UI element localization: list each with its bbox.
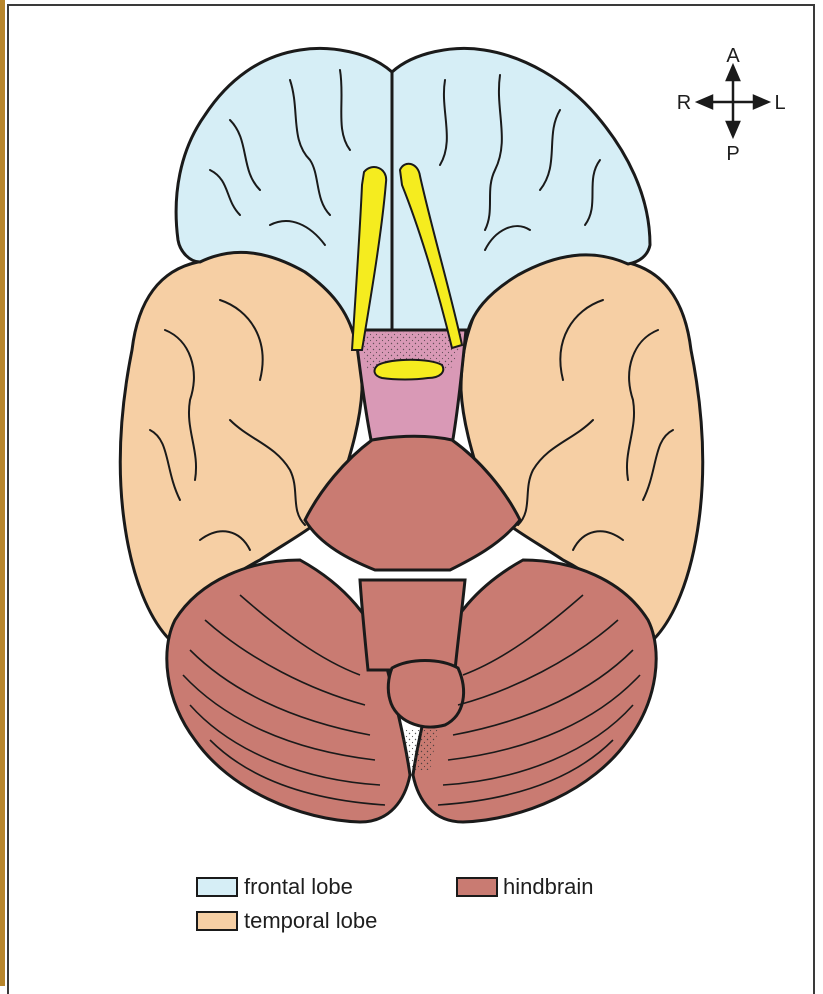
legend-label-frontal-lobe: frontal lobe (244, 875, 353, 899)
vermis-nodule (388, 661, 463, 728)
compass-posterior-label: P (726, 143, 739, 165)
optic-chiasm (375, 360, 444, 380)
legend-label-hindbrain: hindbrain (503, 875, 594, 899)
compass-left-label: L (774, 92, 785, 114)
legend-swatch-hindbrain (456, 877, 498, 897)
legend-swatch-frontal-lobe (196, 877, 238, 897)
compass-right-label: R (677, 92, 691, 114)
legend-swatch-temporal-lobe (196, 911, 238, 931)
legend-label-temporal-lobe: temporal lobe (244, 909, 377, 933)
orientation-compass (698, 66, 768, 136)
medulla (360, 580, 465, 670)
compass-anterior-label: A (726, 45, 740, 67)
